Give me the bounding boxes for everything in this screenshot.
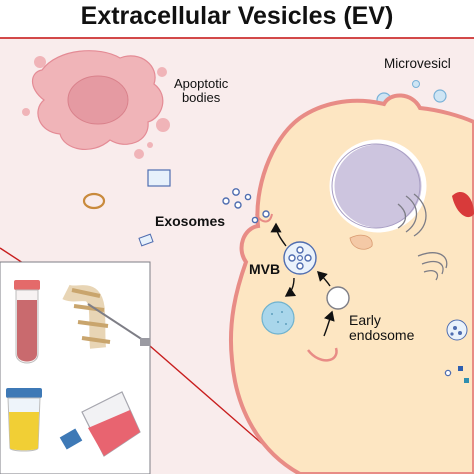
apoptotic-bodies-label: Apoptotic bodies xyxy=(174,76,229,105)
early-endosome-icon xyxy=(326,286,350,310)
urine-container-icon xyxy=(6,388,42,452)
arrow-to-exosome xyxy=(270,222,287,247)
exosome xyxy=(222,197,230,205)
exosome xyxy=(234,201,242,209)
microvesicle xyxy=(433,89,447,103)
mvb-icon xyxy=(283,241,317,275)
lysosome-icon xyxy=(261,301,295,335)
exosome xyxy=(444,369,452,377)
arrow-to-early-endosome xyxy=(323,310,335,337)
budding-pit xyxy=(255,213,273,223)
cargo-particle xyxy=(458,366,463,371)
apoptotic-body-icon xyxy=(22,50,170,159)
early-endosome-label: Early endosome xyxy=(349,312,415,343)
blood-tube-icon xyxy=(14,280,40,364)
culture-flask-icon xyxy=(59,391,141,457)
debris-square xyxy=(138,233,154,247)
arrow-to-late-vesicle xyxy=(284,277,297,297)
page-title: Extracellular Vesicles (EV) xyxy=(80,2,394,30)
exosome xyxy=(251,216,259,224)
mvb-label: MVB xyxy=(249,261,281,277)
exosome xyxy=(232,188,240,196)
microvesicle xyxy=(412,80,420,88)
budding-pit xyxy=(307,347,338,362)
debris-square xyxy=(147,169,171,187)
exosome xyxy=(262,210,270,218)
debris-ring xyxy=(82,192,106,210)
spine-puncture-icon xyxy=(62,284,150,349)
exosomes-label: Exosomes xyxy=(155,213,226,229)
cell-icon xyxy=(228,93,474,474)
exosome xyxy=(244,193,252,201)
cargo-particle xyxy=(464,378,469,383)
microvesicles-label: Microvesicl xyxy=(384,56,451,71)
arrow-to-mvb xyxy=(317,271,331,287)
